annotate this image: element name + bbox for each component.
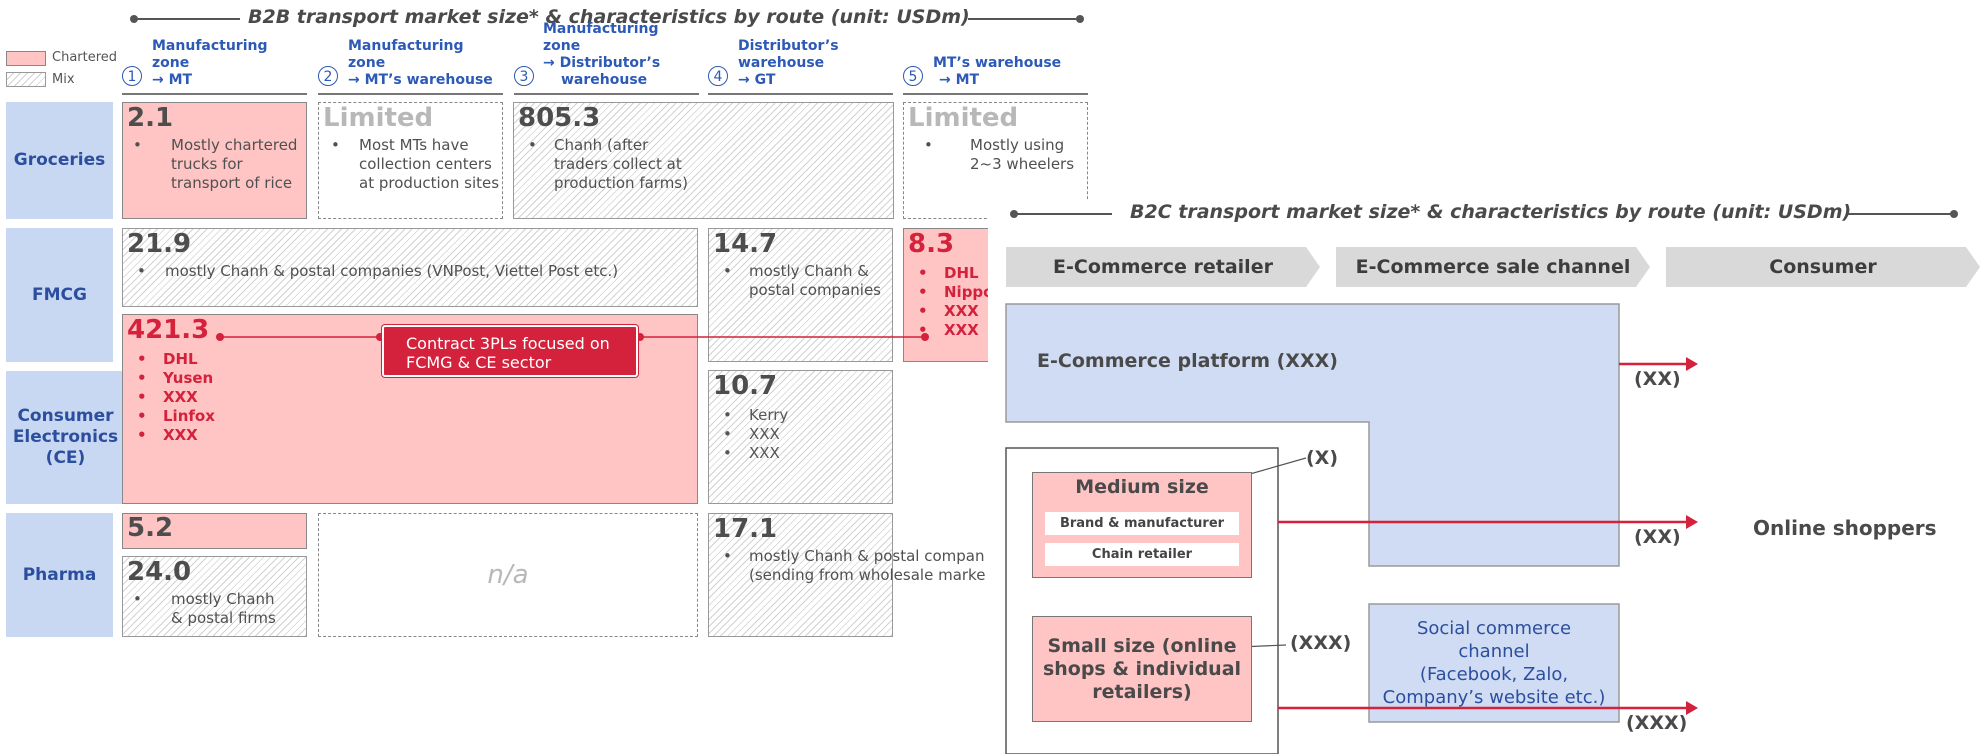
cell-groceries-route1: 2.1 • Mostly chartered trucks for transp…	[122, 102, 307, 219]
social-commerce-box	[1368, 603, 1620, 723]
route-label: Manufacturing zone→ MT	[152, 38, 268, 88]
na-label: n/a	[487, 560, 529, 590]
cell-fmcg-route4: 14.7 • mostly Chanh & postal companies	[708, 228, 893, 362]
cell-value: 8.3	[908, 229, 955, 259]
arrow-small-head	[1686, 701, 1698, 715]
arrow-medium-head	[1686, 515, 1698, 529]
flow-value-small: (XXX)	[1626, 712, 1688, 734]
small-size-value: (XXX)	[1290, 632, 1352, 654]
cell-value: 14.7	[713, 229, 778, 259]
row-label-ce: Consumer Electronics (CE)	[6, 371, 125, 504]
online-shoppers-label: Online shoppers	[1753, 516, 1937, 540]
cell-provider-list: •DHL •Yusen •XXX •Linfox •XXX	[137, 350, 215, 444]
ecommerce-platform-shape	[1005, 303, 1620, 567]
row-label-groceries: Groceries	[6, 102, 113, 219]
cell-value: 24.0	[127, 557, 192, 587]
cell-value: 17.1	[713, 514, 778, 544]
route-label: Manufacturing zone→ MT’s warehouse	[348, 38, 493, 88]
cell-notes: • Mostly chartered trucks for transport …	[133, 136, 298, 192]
title-line-right	[968, 18, 1080, 20]
cell-groceries-route5: Limited • Mostly using 2~3 wheelers	[903, 102, 1088, 219]
legend-chartered-swatch	[6, 51, 46, 66]
cell-value: 5.2	[127, 513, 174, 543]
row-label-pharma: Pharma	[6, 513, 113, 637]
legend-mix-label: Mix	[52, 72, 75, 87]
stage-consumer: Consumer	[1666, 247, 1980, 287]
cell-value: 21.9	[127, 229, 192, 259]
cell-notes: • Chanh (after traders collect at produc…	[528, 136, 688, 192]
cell-notes: • mostly Chanh & postal companies (VNPos…	[137, 262, 619, 280]
cell-value: 421.3	[127, 315, 210, 345]
cell-notes: • Mostly using 2~3 wheelers	[924, 136, 1075, 173]
cell-groceries-route2: Limited • Most MTs have collection cente…	[318, 102, 503, 219]
medium-size-value: (X)	[1306, 447, 1339, 469]
title-line-left	[134, 18, 240, 20]
cell-notes: • Most MTs have collection centers at pr…	[331, 136, 500, 192]
b2c-title: B2C transport market size* & characteris…	[1130, 201, 1852, 223]
cell-notes: • mostly Chanh & postal companies	[723, 262, 881, 299]
cell-pharma-route4: 17.1 • mostly Chanh & postal compan (sen…	[708, 513, 985, 637]
b2c-section: B2C transport market size* & characteris…	[988, 200, 1980, 754]
cell-pharma-na: n/a	[318, 513, 698, 637]
medium-size-title: Medium size	[1075, 476, 1209, 498]
cell-notes: • mostly Chanh & postal compan (sending …	[723, 547, 986, 584]
cell-value: Limited	[908, 103, 1019, 133]
cell-provider-list: •DHL •Nippon •XXX •XXX	[918, 264, 1005, 339]
stage-ecommerce-sale-channel: E-Commerce sale channel	[1336, 247, 1650, 287]
route-header-2: 2 Manufacturing zone→ MT’s warehouse	[318, 35, 503, 95]
route-number: 2	[318, 66, 338, 86]
b2b-title: B2B transport market size* & characteris…	[248, 6, 970, 28]
title-line-right	[1848, 213, 1954, 215]
cell-value: 10.7	[713, 371, 778, 401]
stage-ecommerce-retailer: E-Commerce retailer	[1006, 247, 1320, 287]
route-number: 1	[122, 66, 142, 86]
ecommerce-platform-label: E-Commerce platform (XXX)	[1037, 350, 1338, 372]
flow-value-platform: (XX)	[1634, 368, 1681, 390]
route-number: 4	[708, 66, 728, 86]
medium-size-box: Medium size Brand & manufacturer Chain r…	[1032, 472, 1252, 578]
title-line-dot-right	[1076, 15, 1084, 23]
cell-value: Limited	[323, 103, 434, 133]
title-line-left	[1014, 213, 1112, 215]
route-number: 3	[514, 66, 534, 86]
route-label: MT’s warehouse→ MT	[933, 55, 1062, 88]
route-header-5: 5 MT’s warehouse→ MT	[903, 35, 1088, 95]
cell-ce-route4: 10.7 •Kerry •XXX •XXX	[708, 370, 893, 504]
route-number: 5	[903, 66, 923, 86]
cell-provider-list: •Kerry •XXX •XXX	[723, 406, 789, 462]
row-label-fmcg: FMCG	[6, 228, 113, 362]
medium-item-brand: Brand & manufacturer	[1045, 512, 1239, 535]
cell-value: 2.1	[127, 103, 174, 133]
legend-chartered-label: Chartered	[52, 50, 118, 65]
cell-groceries-route3-4: 805.3 • Chanh (after traders collect at …	[513, 102, 894, 219]
arrow-platform-head	[1686, 357, 1698, 371]
title-line-dot-right	[1950, 210, 1958, 218]
cell-pharma-route1-mix: 24.0 • mostly Chanh & postal firms	[122, 556, 307, 637]
legend-mix-swatch	[6, 72, 46, 87]
cell-fmcg-mix: 21.9 • mostly Chanh & postal companies (…	[122, 228, 698, 307]
cell-notes: • mostly Chanh & postal firms	[133, 590, 276, 627]
leader-medium	[1242, 457, 1307, 477]
route-header-1: 1 Manufacturing zone→ MT	[122, 35, 307, 95]
medium-item-chain: Chain retailer	[1045, 543, 1239, 566]
cell-pharma-route1-chartered: 5.2	[122, 513, 307, 549]
flow-value-medium: (XX)	[1634, 526, 1681, 548]
cell-value: 805.3	[518, 103, 601, 133]
